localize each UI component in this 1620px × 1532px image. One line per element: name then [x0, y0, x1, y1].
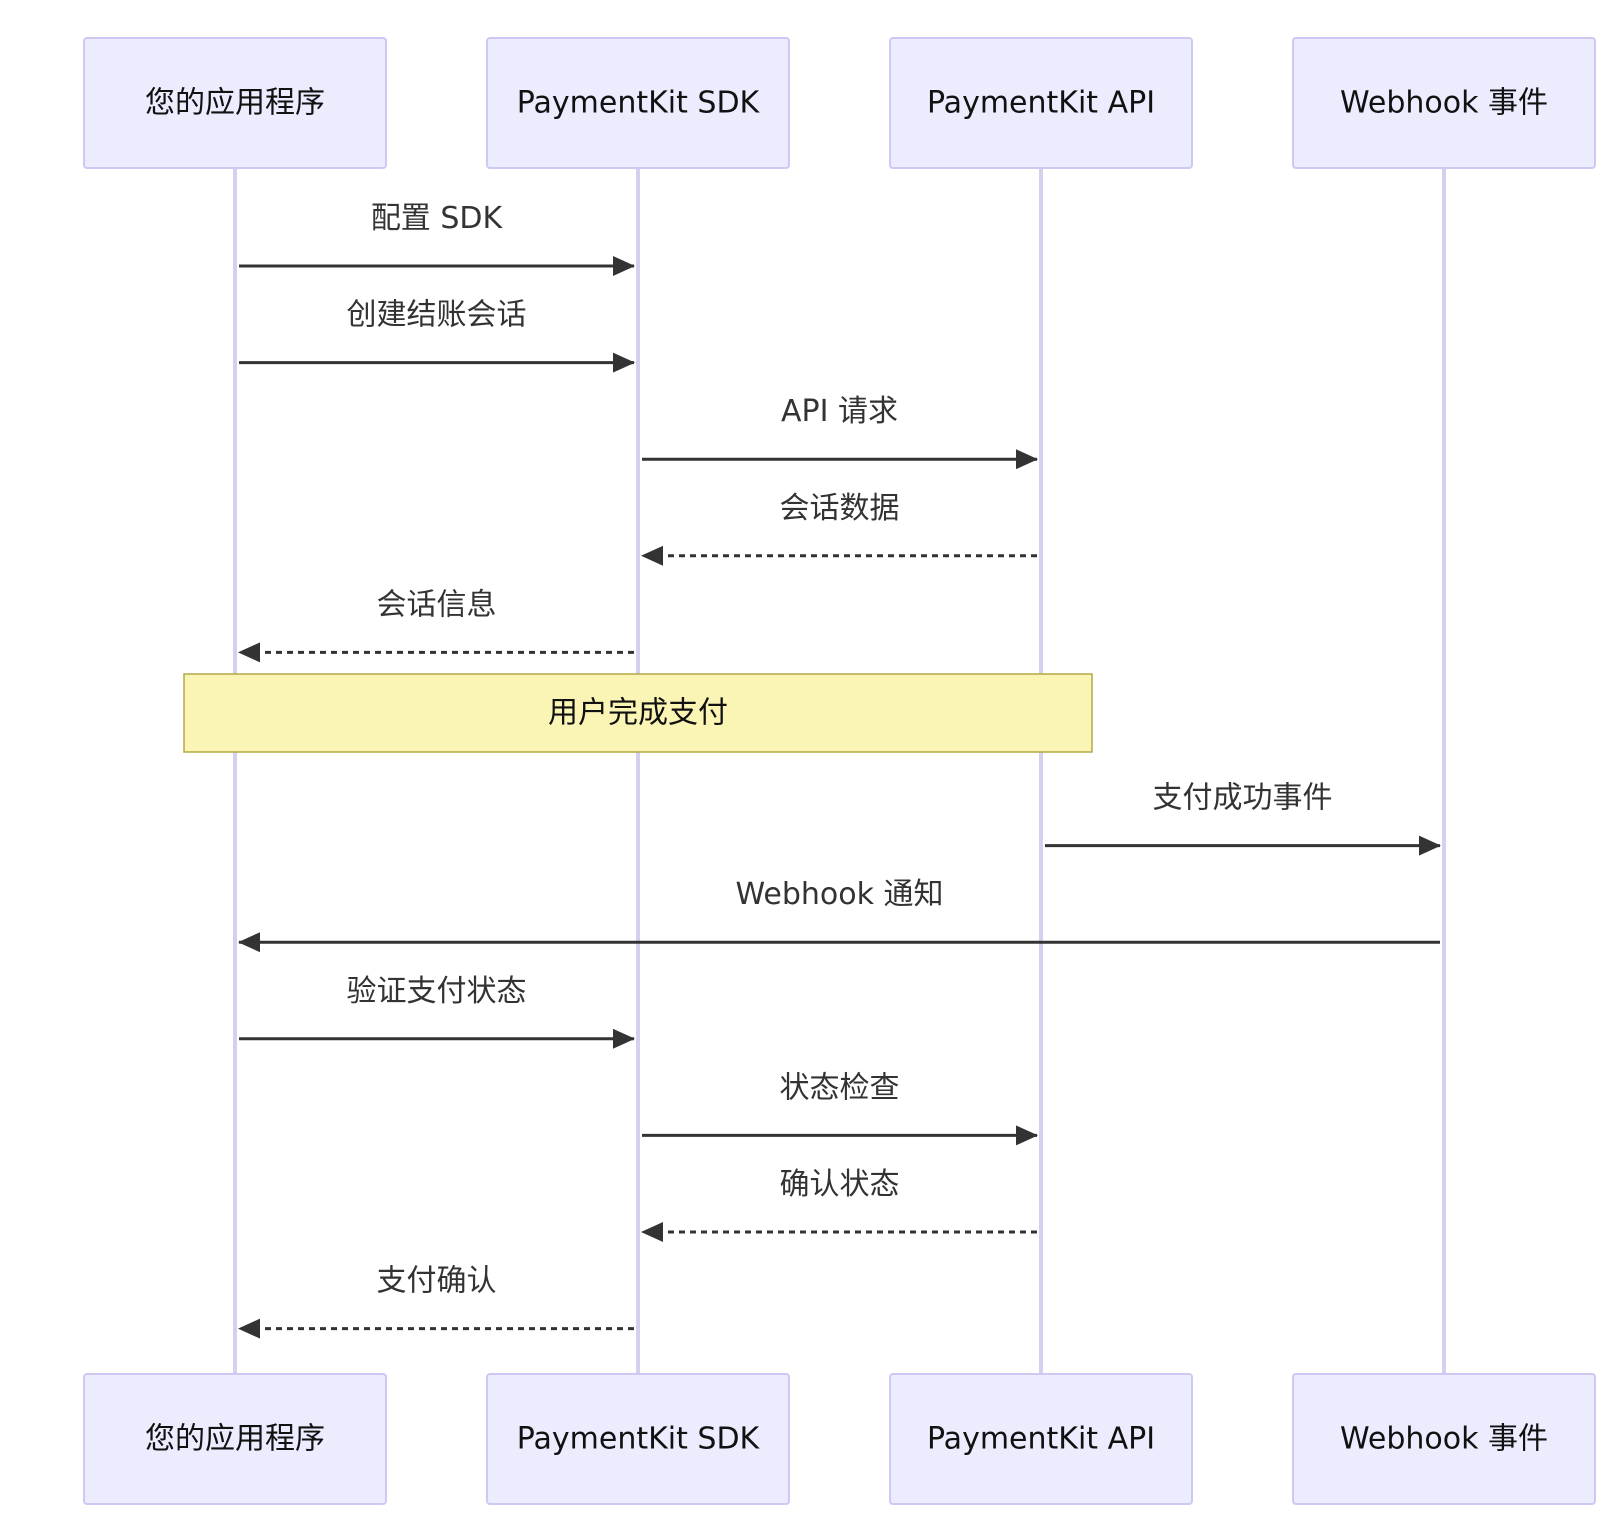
message-label: 确认状态	[780, 1167, 900, 1202]
actor-app-top: 您的应用程序	[83, 37, 387, 169]
note-box	[183, 673, 1093, 753]
lifelines	[233, 168, 1446, 1374]
message-4: 会话数据	[641, 491, 1037, 566]
message-10: 状态检查	[642, 1070, 1038, 1146]
message-label: 验证支付状态	[347, 974, 527, 1009]
actor-box	[486, 37, 790, 169]
actor-box	[83, 37, 387, 169]
note-label: 用户完成支付	[548, 696, 728, 731]
message-7: 支付成功事件	[1045, 781, 1441, 856]
message-label: Webhook 通知	[735, 877, 943, 912]
message-3: API 请求	[642, 394, 1038, 470]
actor-webhook-top: Webhook 事件	[1292, 37, 1596, 169]
message-8: Webhook 通知	[238, 877, 1440, 953]
actor-label: Webhook 事件	[1340, 1422, 1548, 1457]
actor-box	[83, 1373, 387, 1505]
actor-box	[1292, 1373, 1596, 1505]
actor-api-top: PaymentKit API	[889, 37, 1193, 169]
actor-label: 您的应用程序	[145, 1422, 325, 1457]
actor-box	[889, 1373, 1193, 1505]
actor-label: 您的应用程序	[145, 86, 325, 121]
message-label: 创建结账会话	[347, 298, 527, 333]
actor-box	[889, 37, 1193, 169]
actor-app-bottom: 您的应用程序	[83, 1373, 387, 1505]
message-label: 状态检查	[780, 1070, 900, 1105]
message-11: 确认状态	[641, 1167, 1037, 1242]
actor-box	[486, 1373, 790, 1505]
message-label: 配置 SDK	[371, 201, 504, 236]
actor-label: PaymentKit API	[927, 1422, 1155, 1457]
message-label: 支付确认	[377, 1264, 497, 1299]
actor-webhook-bottom: Webhook 事件	[1292, 1373, 1596, 1505]
message-label: 支付成功事件	[1153, 781, 1333, 816]
actor-sdk-bottom: PaymentKit SDK	[486, 1373, 790, 1505]
message-2: 创建结账会话	[239, 298, 635, 373]
actor-label: PaymentKit SDK	[517, 1422, 761, 1457]
actor-sdk-top: PaymentKit SDK	[486, 37, 790, 169]
actor-api-bottom: PaymentKit API	[889, 1373, 1193, 1505]
actor-label: Webhook 事件	[1340, 86, 1548, 121]
actor-label: PaymentKit API	[927, 86, 1155, 121]
message-label: 会话信息	[377, 587, 497, 622]
notes: 用户完成支付	[183, 673, 1093, 753]
actors-top: 您的应用程序 PaymentKit SDK PaymentKit API Webhoo…	[83, 37, 1596, 169]
message-label: 会话数据	[780, 491, 900, 526]
message-12: 支付确认	[238, 1264, 634, 1339]
message-9: 验证支付状态	[239, 974, 635, 1049]
message-label: API 请求	[781, 394, 898, 429]
message-5: 会话信息	[238, 587, 634, 663]
message-1: 配置 SDK	[239, 201, 635, 276]
actors-bottom: 您的应用程序 PaymentKit SDK PaymentKit API Webhoo…	[83, 1373, 1596, 1505]
note: 用户完成支付	[183, 673, 1093, 753]
actor-label: PaymentKit SDK	[517, 86, 761, 121]
actor-box	[1292, 37, 1596, 169]
